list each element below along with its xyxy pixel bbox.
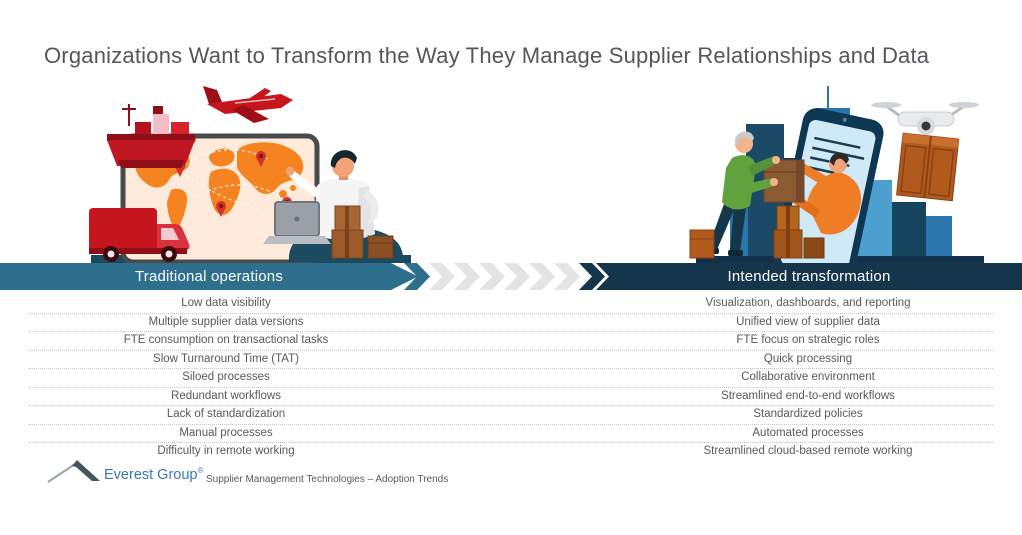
airplane-icon — [203, 86, 293, 123]
delivery-truck-icon — [89, 208, 190, 262]
chevron-icon — [479, 263, 505, 290]
chevron-icon — [579, 263, 605, 290]
chevron-icon — [429, 263, 455, 290]
left-item: Siloed processes — [182, 371, 270, 383]
comparison-header-band: Traditional operations Intended transfor… — [0, 263, 1022, 290]
table-row: Slow Turnaround Time (TAT) Quick process… — [29, 351, 993, 369]
traditional-bar — [0, 263, 418, 290]
chevron-icon — [529, 263, 555, 290]
chevron-icon — [404, 263, 430, 290]
cargo-ship-icon — [107, 104, 195, 168]
table-row: Siloed processes Collaborative environme… — [29, 369, 993, 388]
traditional-operations-illustration — [89, 86, 411, 264]
chevron-icon — [554, 263, 580, 290]
table-row: FTE consumption on transactional tasks F… — [29, 332, 993, 351]
intended-transformation-header: Intended transformation — [727, 268, 891, 285]
left-item: Multiple supplier data versions — [148, 315, 304, 328]
traditional-operations-header: Traditional operations — [134, 268, 284, 285]
stacked-boxes-icon — [689, 205, 825, 259]
brand-text: Everest Group — [104, 466, 198, 483]
delivery-drone-icon — [871, 102, 979, 202]
elderly-man-icon — [704, 131, 780, 256]
intended-transformation-illustration — [689, 86, 984, 266]
left-item: Low data visibility — [181, 297, 271, 309]
table-row: Difficulty in remote working Streamlined… — [29, 443, 993, 461]
comparison-table: Low data visibility Visualization, dashb… — [29, 295, 993, 461]
left-item: Lack of standardization — [166, 408, 286, 420]
right-item: FTE focus on strategic roles — [736, 334, 880, 346]
right-item: Streamlined end-to-end workflows — [721, 389, 895, 402]
right-item: Streamlined cloud-based remote working — [703, 445, 913, 457]
chevron-icon — [504, 263, 530, 290]
registered-mark: ® — [197, 466, 204, 475]
chevron-band — [0, 263, 1022, 290]
left-item: Redundant workflows — [171, 389, 281, 402]
right-item: Visualization, dashboards, and reporting — [705, 297, 911, 309]
left-item: Slow Turnaround Time (TAT) — [153, 352, 299, 365]
table-row: Lack of standardization Standardized pol… — [29, 406, 993, 425]
table-row: Redundant workflows Streamlined end-to-e… — [29, 388, 993, 406]
chevron-icon — [454, 263, 480, 290]
report-caption: Supplier Management Technologies – Adopt… — [206, 474, 449, 485]
table-row: Manual processes Automated processes — [29, 425, 993, 443]
right-item: Quick processing — [763, 352, 853, 365]
table-row: Multiple supplier data versions Unified … — [29, 314, 993, 332]
page-title: Organizations Want to Transform the Way … — [44, 43, 930, 68]
right-item: Standardized policies — [753, 408, 863, 420]
left-item: Manual processes — [179, 426, 273, 439]
parcel-boxes-icon — [331, 205, 394, 259]
handoff-box-icon — [763, 159, 805, 203]
laptop-icon — [263, 201, 331, 244]
right-item: Collaborative environment — [741, 371, 875, 383]
right-item: Unified view of supplier data — [736, 315, 880, 328]
left-item: FTE consumption on transactional tasks — [123, 334, 329, 346]
left-item: Difficulty in remote working — [157, 445, 295, 457]
right-item: Automated processes — [752, 426, 864, 439]
table-row: Low data visibility Visualization, dashb… — [29, 295, 993, 314]
everest-group-wordmark: Everest Group® — [104, 466, 203, 483]
transformation-bar — [596, 263, 1022, 290]
everest-group-logo-icon — [47, 460, 100, 483]
